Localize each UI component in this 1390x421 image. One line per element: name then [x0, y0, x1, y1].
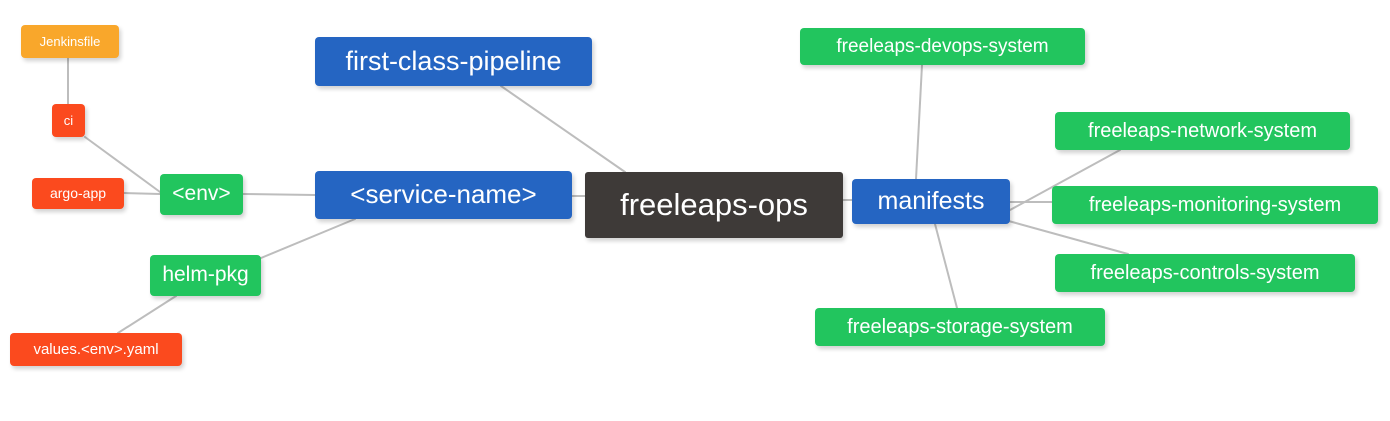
- edge-env-to-service-name: [242, 193, 316, 196]
- node-env[interactable]: <env>: [160, 174, 243, 215]
- node-values-yaml[interactable]: values.<env>.yaml: [10, 333, 182, 366]
- node-jenkinsfile[interactable]: Jenkinsfile: [21, 25, 119, 58]
- node-helm-pkg[interactable]: helm-pkg: [150, 255, 261, 296]
- node-label-values-yaml: values.<env>.yaml: [33, 340, 159, 358]
- node-label-root: freeleaps-ops: [620, 186, 808, 222]
- node-label-helm-pkg: helm-pkg: [162, 263, 249, 287]
- node-label-devops: freeleaps-devops-system: [836, 35, 1049, 57]
- node-label-service-name: <service-name>: [350, 179, 537, 210]
- edge-pipeline-to-root: [500, 85, 626, 173]
- node-pipeline[interactable]: first-class-pipeline: [315, 37, 592, 86]
- node-argo-app[interactable]: argo-app: [32, 178, 124, 209]
- node-controls[interactable]: freeleaps-controls-system: [1055, 254, 1355, 292]
- node-label-ci: ci: [63, 112, 74, 128]
- node-label-manifests: manifests: [877, 187, 985, 216]
- edge-manifests-to-devops: [915, 64, 923, 180]
- node-label-env: <env>: [172, 182, 231, 206]
- node-label-pipeline: first-class-pipeline: [345, 46, 562, 77]
- node-ci[interactable]: ci: [52, 104, 85, 137]
- node-label-monitoring: freeleaps-monitoring-system: [1088, 193, 1342, 216]
- edge-manifests-to-storage: [934, 223, 958, 309]
- node-label-storage: freeleaps-storage-system: [847, 315, 1073, 338]
- node-network[interactable]: freeleaps-network-system: [1055, 112, 1350, 150]
- node-label-jenkinsfile: Jenkinsfile: [39, 33, 101, 49]
- node-devops[interactable]: freeleaps-devops-system: [800, 28, 1085, 65]
- node-root[interactable]: freeleaps-ops: [585, 172, 843, 238]
- node-label-network: freeleaps-network-system: [1088, 119, 1317, 142]
- edge-manifests-to-controls: [1004, 219, 1129, 255]
- node-label-controls: freeleaps-controls-system: [1090, 261, 1320, 284]
- node-service-name[interactable]: <service-name>: [315, 171, 572, 219]
- node-storage[interactable]: freeleaps-storage-system: [815, 308, 1105, 346]
- edge-argo-app-to-env: [123, 192, 161, 195]
- edge-helm-pkg-to-service-name: [260, 218, 356, 259]
- node-label-argo-app: argo-app: [49, 185, 107, 202]
- edge-values-yaml-to-helm-pkg: [117, 295, 177, 334]
- node-monitoring[interactable]: freeleaps-monitoring-system: [1052, 186, 1378, 224]
- node-manifests[interactable]: manifests: [852, 179, 1010, 224]
